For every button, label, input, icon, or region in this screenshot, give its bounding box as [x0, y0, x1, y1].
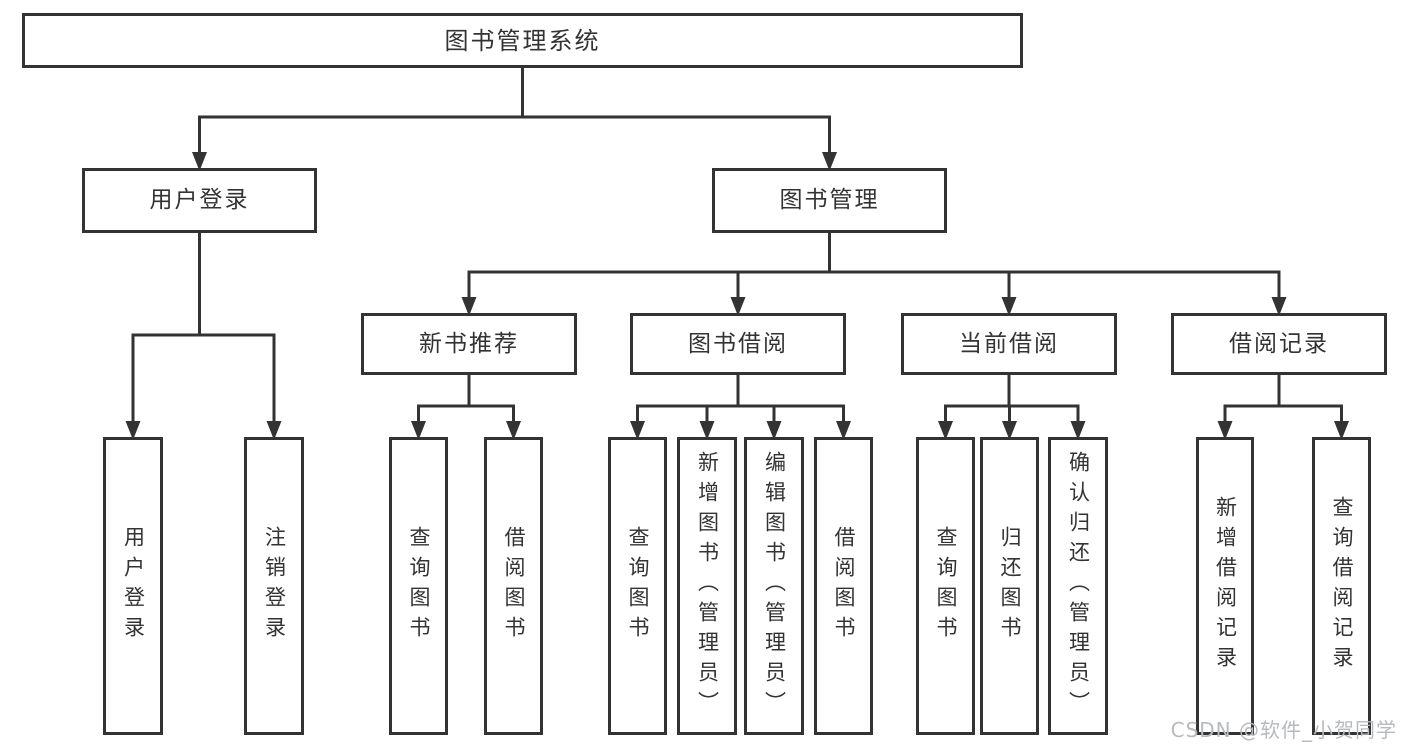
arrowhead-icon — [192, 152, 207, 171]
diagram-node-current-borrow: 当前借阅 — [901, 313, 1117, 375]
diagram-node-leaf-logout: 注销登录 — [244, 437, 304, 735]
diagram-node-leaf-rec-query: 查询图书 — [389, 437, 448, 735]
arrowhead-icon — [630, 421, 645, 440]
arrowhead-icon — [699, 421, 715, 440]
diagram-node-leaf-user-login: 用户登录 — [103, 437, 163, 735]
diagram-node-leaf-bb-borrow: 借阅图书 — [814, 437, 873, 735]
leaf-bb-query-label: 查询图书 — [626, 526, 650, 646]
arrowhead-icon — [822, 152, 837, 171]
arrowhead-icon — [1002, 421, 1017, 440]
book-mgmt-label: 图书管理 — [779, 187, 880, 213]
leaf-rec-borrow-label: 借阅图书 — [502, 526, 526, 646]
leaf-bb-borrow-label: 借阅图书 — [832, 526, 856, 646]
diagram-node-leaf-cb-return: 归还图书 — [980, 437, 1039, 735]
user-login-label: 用户登录 — [149, 187, 250, 213]
leaf-br-query-label: 查询借阅记录 — [1330, 496, 1354, 676]
leaf-user-login-label: 用户登录 — [121, 526, 146, 646]
leaf-cb-return-label: 归还图书 — [998, 526, 1022, 646]
leaf-cb-query-label: 查询图书 — [934, 526, 958, 646]
diagram-node-leaf-bb-edit: 编辑图书（管理员） — [744, 437, 804, 735]
watermark-text: CSDN @软件_小贺同学 — [1170, 718, 1397, 742]
arrowhead-icon — [125, 421, 141, 440]
arrowhead-icon — [836, 421, 851, 440]
diagram-node-borrow-records: 借阅记录 — [1171, 313, 1387, 375]
leaf-br-add-label: 新增借阅记录 — [1213, 496, 1238, 676]
diagram-node-leaf-bb-query: 查询图书 — [608, 437, 667, 735]
arrowhead-icon — [506, 421, 521, 440]
diagram-node-leaf-br-add: 新增借阅记录 — [1196, 437, 1254, 735]
diagram-node-leaf-bb-add: 新增图书（管理员） — [677, 437, 737, 735]
arrowhead-icon — [1070, 421, 1086, 440]
arrowhead-icon — [266, 421, 282, 440]
leaf-rec-query-label: 查询图书 — [407, 526, 431, 646]
diagram-node-book-borrow: 图书借阅 — [630, 313, 846, 375]
book-borrow-label: 图书借阅 — [688, 330, 788, 357]
current-borrow-label: 当前借阅 — [959, 330, 1059, 357]
arrowhead-icon — [938, 421, 953, 440]
arrowhead-icon — [766, 421, 782, 440]
arrowhead-icon — [1271, 297, 1287, 316]
diagram-node-leaf-cb-confirm: 确认归还（管理员） — [1048, 437, 1108, 735]
arrowhead-icon — [1001, 297, 1017, 316]
arrowhead-icon — [730, 297, 746, 316]
diagram-node-book-mgmt: 图书管理 — [712, 168, 947, 233]
diagram-node-user-login: 用户登录 — [82, 168, 317, 233]
root-label: 图书管理系统 — [444, 26, 601, 55]
new-book-rec-label: 新书推荐 — [419, 330, 519, 357]
arrowhead-icon — [1217, 421, 1233, 440]
diagram-node-root: 图书管理系统 — [22, 13, 1023, 68]
arrowhead-icon — [411, 421, 426, 440]
leaf-logout-label: 注销登录 — [262, 526, 287, 646]
leaf-bb-edit-label: 编辑图书（管理员） — [762, 451, 787, 721]
borrow-records-label: 借阅记录 — [1229, 330, 1329, 357]
leaf-bb-add-label: 新增图书（管理员） — [695, 451, 720, 721]
diagram-node-leaf-br-query: 查询借阅记录 — [1312, 437, 1371, 735]
diagram-node-leaf-cb-query: 查询图书 — [916, 437, 975, 735]
leaf-cb-confirm-label: 确认归还（管理员） — [1066, 451, 1091, 721]
arrowhead-icon — [1334, 421, 1349, 440]
diagram-node-leaf-rec-borrow: 借阅图书 — [484, 437, 543, 735]
diagram-node-new-book-rec: 新书推荐 — [361, 313, 577, 375]
arrowhead-icon — [461, 297, 477, 316]
